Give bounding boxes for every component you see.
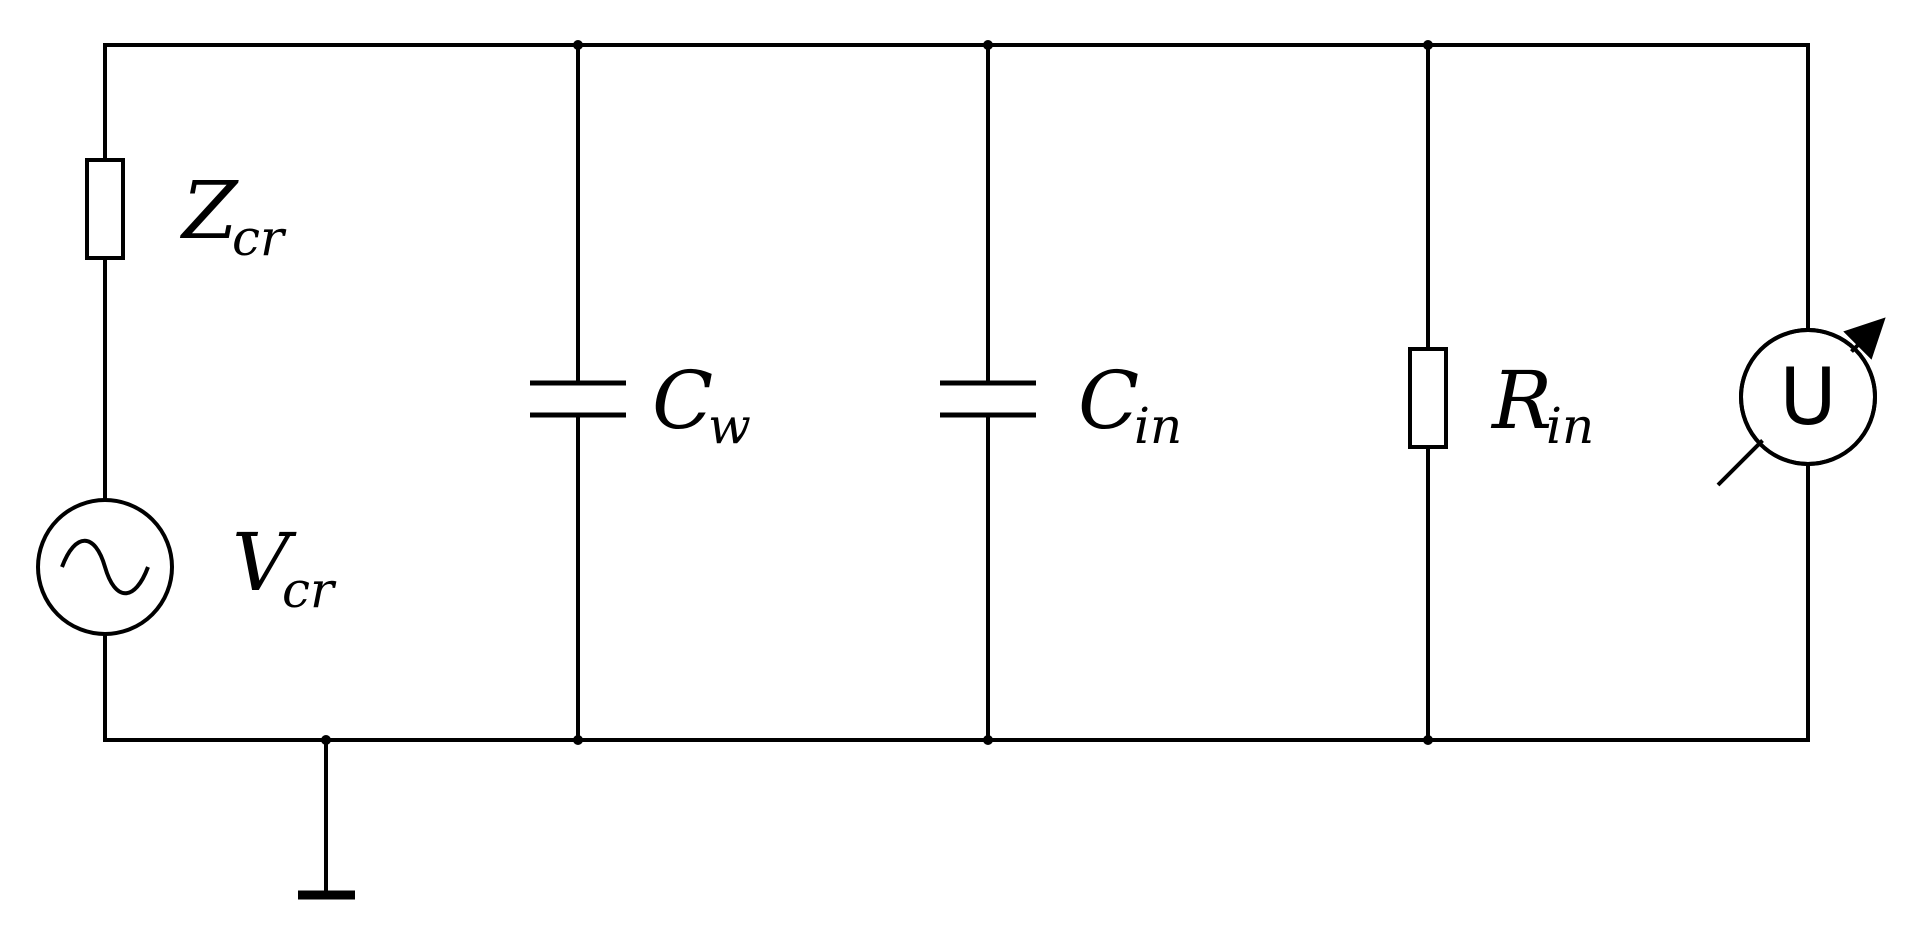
variable-voltmeter-icon: U (1716, 317, 1886, 487)
input-capacitance-subscript: in (1134, 397, 1182, 455)
source-impedance-subscript: cr (232, 209, 287, 267)
input-capacitance-label: C in (1078, 354, 1182, 455)
junction-dot (1423, 40, 1433, 50)
source-voltage-label: V cr (232, 516, 337, 619)
source-impedance-symbol: Z (179, 164, 239, 257)
wire-capacitance-symbol: C (652, 354, 713, 447)
source-impedance-label: Z cr (179, 164, 287, 267)
input-resistance-resistor (1408, 347, 1448, 449)
wire-capacitance-subscript: w (708, 397, 751, 455)
wire-capacitance-label: C w (652, 354, 751, 455)
junction-dot (1423, 735, 1433, 745)
source-voltage-symbol: V (232, 516, 297, 609)
junction-dot (983, 40, 993, 50)
input-resistance-symbol: R (1490, 354, 1552, 447)
input-capacitance-symbol: C (1078, 354, 1139, 447)
source-impedance-resistor (85, 158, 125, 260)
source-voltage-subscript: cr (282, 561, 337, 619)
junction-dot (983, 735, 993, 745)
junction-dot (573, 40, 583, 50)
junction-dot (573, 735, 583, 745)
input-resistance-label: R in (1490, 354, 1594, 455)
input-resistance-subscript: in (1546, 397, 1594, 455)
ac-voltage-source-icon (36, 498, 174, 636)
ground-icon (298, 735, 355, 900)
voltmeter-symbol: U (1779, 353, 1836, 443)
